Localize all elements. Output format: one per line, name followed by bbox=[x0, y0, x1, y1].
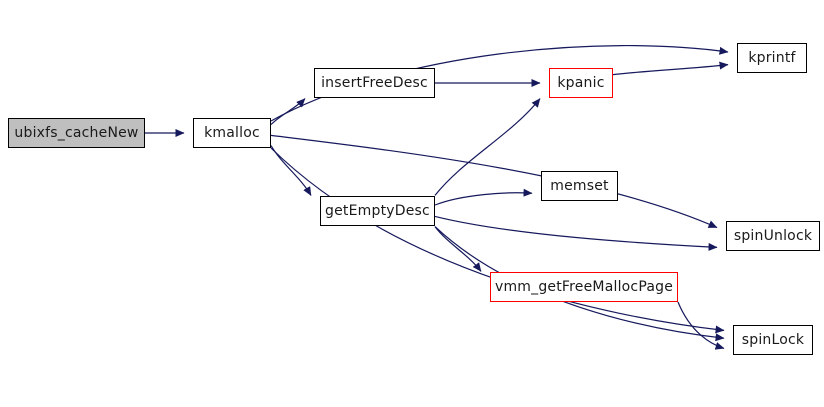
edge-kmalloc-to-spinLock bbox=[270, 147, 725, 334]
node-ubixfs-cacheNew[interactable]: ubixfs_cacheNew bbox=[8, 118, 145, 148]
node-vmm-getFreeMallocPage[interactable]: vmm_getFreeMallocPage bbox=[490, 272, 678, 302]
node-label: kpanic bbox=[557, 75, 605, 91]
node-label: vmm_getFreeMallocPage bbox=[494, 279, 674, 295]
node-kpanic[interactable]: kpanic bbox=[549, 68, 613, 98]
node-insertFreeDesc[interactable]: insertFreeDesc bbox=[314, 68, 435, 98]
node-label: memset bbox=[550, 178, 609, 194]
edge-vmm_getFreeMallocPage-to-spinLock bbox=[677, 301, 725, 350]
node-label: spinLock bbox=[741, 332, 805, 348]
node-kmalloc[interactable]: kmalloc bbox=[193, 118, 271, 148]
edge-getEmptyDesc-to-memset bbox=[434, 188, 533, 206]
node-memset[interactable]: memset bbox=[541, 171, 618, 201]
node-label: kprintf bbox=[748, 50, 796, 66]
edge-kmalloc-to-getEmptyDesc bbox=[270, 145, 312, 196]
edge-kpanic-to-kprintf bbox=[612, 61, 729, 76]
node-label: spinUnlock bbox=[733, 228, 813, 244]
node-spinUnlock[interactable]: spinUnlock bbox=[726, 221, 820, 251]
edge-getEmptyDesc-to-vmm_getFreeMallocPage bbox=[434, 226, 482, 272]
node-label: insertFreeDesc bbox=[321, 75, 428, 91]
edge-getEmptyDesc-to-kpanic bbox=[434, 98, 541, 196]
node-spinLock[interactable]: spinLock bbox=[733, 325, 813, 355]
node-kprintf[interactable]: kprintf bbox=[737, 43, 807, 73]
node-getEmptyDesc[interactable]: getEmptyDesc bbox=[320, 196, 435, 226]
edge-getEmptyDesc-to-spinUnlock bbox=[434, 215, 718, 251]
edge-kmalloc-to-insertFreeDesc bbox=[270, 98, 306, 126]
node-label: getEmptyDesc bbox=[325, 203, 430, 219]
node-label: kmalloc bbox=[204, 125, 260, 141]
node-label: ubixfs_cacheNew bbox=[14, 125, 139, 141]
